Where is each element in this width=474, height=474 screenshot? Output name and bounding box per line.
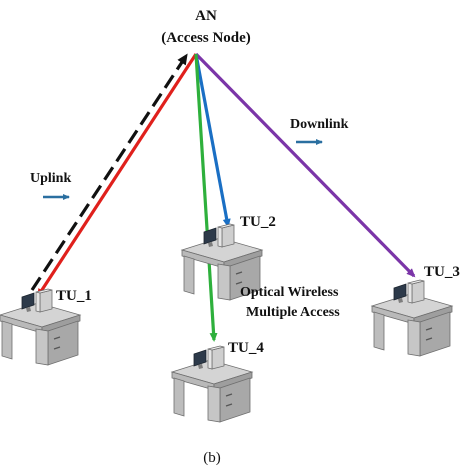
center-label-line2: Multiple Access [246, 305, 340, 320]
access-node-title: AN [195, 8, 217, 24]
access-node-subtitle: (Access Node) [161, 30, 251, 46]
links [30, 52, 416, 342]
workstation-icon [371, 279, 453, 357]
terminal-label-tu2: TU_2 [240, 214, 276, 230]
terminal-label-tu3: TU_3 [424, 264, 460, 280]
workstation-icon [171, 345, 253, 423]
downlink-label: Downlink [290, 117, 349, 132]
terminal-label-tu4: TU_4 [228, 340, 264, 356]
center-label-line1: Optical Wireless [240, 285, 339, 300]
uplink-dashed-line [30, 53, 188, 291]
uplink-label: Uplink [30, 171, 71, 186]
link-tu4-green [194, 53, 218, 342]
link-tu3-purple [194, 52, 416, 278]
terminal-label-tu1: TU_1 [56, 288, 92, 304]
link-tu2-blue [194, 53, 231, 228]
figure-caption: (b) [203, 450, 221, 466]
link-tu1-red [36, 53, 198, 298]
